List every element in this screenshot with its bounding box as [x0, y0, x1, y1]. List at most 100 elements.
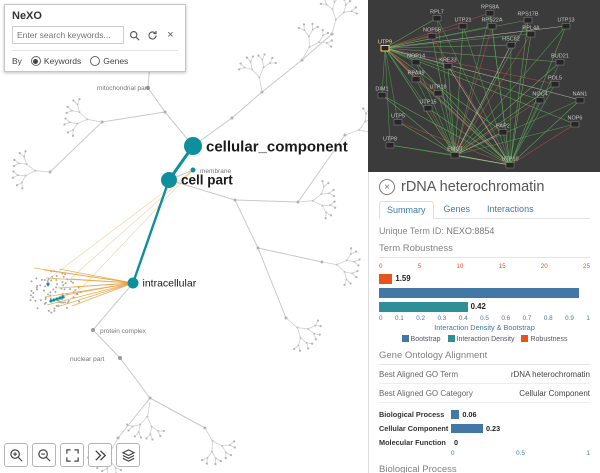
tree-label: nuclear part [70, 356, 105, 363]
tree-node-mitochondrial-part[interactable] [146, 86, 150, 90]
gene-node-RPS17B[interactable] [523, 17, 533, 24]
gene-label: EMG1 [447, 147, 463, 153]
legend-item-robustness: Robustness [521, 335, 567, 343]
tree-label: cell part [181, 173, 233, 188]
gene-label: DIM1 [375, 87, 388, 93]
fit-to-screen-button[interactable] [60, 443, 84, 467]
gene-node-NOP14[interactable] [411, 59, 421, 66]
gene-label: HSC82 [502, 37, 520, 43]
gene-node-UTP21[interactable] [458, 23, 468, 30]
align-category-label: Biological Process [379, 410, 445, 420]
gene-node-DIM1[interactable] [377, 92, 387, 99]
gene-label: RPL7 [430, 10, 444, 16]
align-value-label: 0.06 [462, 410, 477, 420]
gene-label: UTP10 [501, 157, 518, 163]
gene-node-EMG1[interactable] [450, 152, 460, 159]
tab-genes[interactable]: Genes [443, 204, 471, 214]
gene-label: RPS8A [481, 5, 499, 11]
bar-interaction-density: 0.42 [379, 301, 590, 313]
gene-node-POL5[interactable] [550, 81, 560, 88]
gene-node-NAN1[interactable] [575, 97, 585, 104]
gene-label: UTP9 [378, 40, 392, 46]
radio-circle[interactable] [90, 56, 101, 66]
unique-term-id-label: Unique Term ID: [379, 226, 444, 236]
gene-node-UTP8[interactable] [385, 142, 395, 149]
tree-node-protein-complex[interactable] [91, 328, 95, 332]
gene-node-RPA49[interactable] [411, 76, 421, 83]
layers-button[interactable] [116, 443, 140, 467]
gene-label: RPS17B [517, 12, 538, 18]
gene-label: NOP14 [407, 54, 425, 60]
search-icon[interactable] [127, 28, 142, 43]
gene-label: KRE33 [439, 58, 456, 64]
tab-summary[interactable]: Summary [379, 201, 434, 219]
gene-label: UTP8 [383, 137, 397, 143]
tree-node-cellular_component[interactable] [184, 137, 202, 155]
align-bar-fill [451, 410, 460, 420]
close-icon[interactable]: × [379, 179, 395, 195]
gene-node-UTP18[interactable] [433, 90, 443, 97]
detail-tabs: Summary Genes Interactions [379, 201, 590, 219]
reset-search-icon[interactable] [145, 28, 160, 43]
gene-label: NOP6 [568, 116, 583, 122]
zoom-out-button[interactable] [32, 443, 56, 467]
bar-value-label: 0.42 [470, 302, 486, 312]
tree-node-intracellular[interactable] [127, 277, 139, 289]
unique-term-id-value: NEXO:8854 [446, 226, 495, 236]
align-value-label: 0.23 [485, 424, 501, 434]
unique-term-id: Unique Term ID: NEXO:8854 [379, 226, 590, 236]
gene-node-UTP15[interactable] [423, 105, 433, 112]
gene-label: RPS22A [481, 18, 502, 24]
gene-node-RPS8A[interactable] [485, 10, 495, 17]
align-bar-wrap: 0 [451, 438, 590, 447]
tree-node-nuclear-part[interactable] [118, 356, 122, 360]
radio-circle[interactable] [30, 56, 41, 66]
search-input[interactable] [12, 26, 124, 44]
bar-robustness: 1.59 [379, 273, 590, 285]
gene-node-RPS22A[interactable] [487, 23, 497, 30]
go-row-label: Best Aligned GO Category [379, 389, 473, 399]
gene-node-UTP13[interactable] [561, 23, 571, 30]
radio-keywords[interactable]: Keywords [30, 56, 81, 66]
gene-node-UTP10[interactable] [505, 162, 515, 169]
go-row-label: Best Aligned GO Term [379, 370, 458, 380]
tree-node-cell-part[interactable] [161, 172, 177, 188]
tab-interactions[interactable]: Interactions [487, 204, 534, 214]
gene-node-RPL7[interactable] [432, 15, 442, 22]
gene-node-BUD21[interactable] [555, 59, 565, 66]
gene-node-NOC4[interactable] [535, 97, 545, 104]
search-row: × [12, 26, 178, 44]
gene-node-NOP56[interactable] [427, 33, 437, 40]
align-bar-wrap: 0.23 [451, 424, 590, 434]
bar-bootstrap [379, 287, 590, 299]
align-row-molecular-function: Molecular Function 0 [379, 436, 590, 449]
gene-label: POL5 [548, 76, 562, 82]
align-bar-wrap: 0.06 [451, 410, 590, 420]
align-category-label: Molecular Function [379, 438, 446, 448]
collapse-expand-button[interactable] [88, 443, 112, 467]
tree-node-membrane[interactable] [190, 167, 196, 173]
gene-node-KRE33[interactable] [443, 63, 453, 70]
gene-node-NOP6[interactable] [570, 121, 580, 128]
gene-node-RPL4A[interactable] [526, 31, 536, 38]
radio-genes[interactable]: Genes [90, 56, 128, 66]
zoom-in-button[interactable] [4, 443, 28, 467]
gene-label: RPA49 [407, 71, 424, 77]
gene-node-UTP5[interactable] [393, 119, 403, 126]
clear-search-icon[interactable]: × [167, 28, 174, 41]
align-bar-fill [451, 424, 483, 434]
gene-node-UTP9[interactable] [380, 45, 390, 52]
gene-node-PAP2[interactable] [498, 129, 508, 136]
gene-node-HSC82[interactable] [506, 42, 516, 49]
tree-label: membrane [200, 168, 231, 175]
